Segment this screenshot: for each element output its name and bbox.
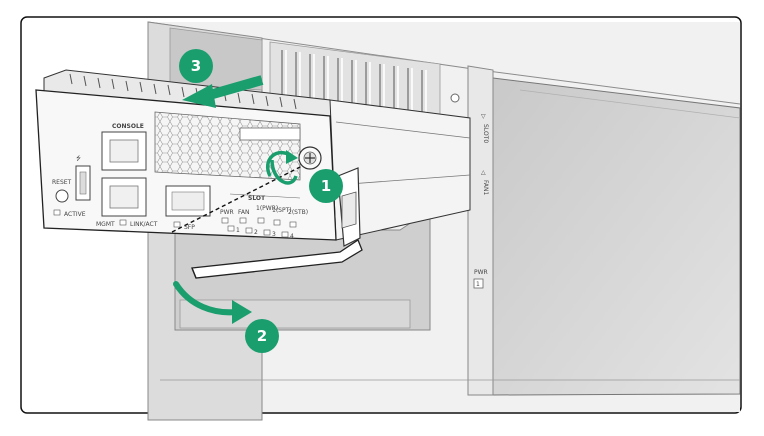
- step-number: 3: [191, 57, 201, 75]
- slot-sub-label: 2(STB): [288, 209, 308, 216]
- step-badge-2: 2: [245, 319, 279, 353]
- chassis-pwr-box: [473, 278, 484, 289]
- step-circle: [245, 319, 279, 353]
- console-label: CONSOLE: [112, 123, 144, 130]
- reset-button[interactable]: [55, 189, 69, 203]
- reset-label: RESET: [52, 179, 72, 186]
- sfp-label: SFP: [184, 224, 195, 231]
- chassis-pwr-label: PWR: [474, 269, 488, 276]
- link-act-label: LINK/ACT: [130, 221, 158, 228]
- fan-label: FAN: [238, 209, 250, 216]
- slot-triangle-icon: ▽: [481, 113, 486, 120]
- step-badge-1: 1: [309, 169, 343, 203]
- hex-vent: [154, 111, 301, 181]
- rotate-arrow-icon: [266, 150, 298, 185]
- slot-sub-label: 1(PWR): [256, 205, 278, 212]
- led-number: 1: [236, 227, 240, 234]
- fan-triangle-icon: △: [481, 169, 486, 176]
- screw-hole: [450, 93, 460, 103]
- led-grid: [221, 217, 297, 238]
- mgmt-label: MGMT: [96, 221, 115, 228]
- step-circle: [179, 49, 213, 83]
- interface-module[interactable]: CONSOLE MGMT LINK/ACT ⭍ RESET ACTIVE SFP…: [35, 69, 471, 247]
- chassis-fan-label: FAN1: [482, 180, 489, 195]
- step-badge-3: 3: [179, 49, 213, 83]
- step-number: 1: [321, 177, 331, 195]
- pwr-label: PWR: [220, 209, 234, 216]
- chassis-slot-label: SLOT0: [482, 124, 489, 143]
- usb-icon: ⭍: [76, 154, 81, 162]
- step-number: 2: [257, 327, 267, 345]
- slot-label: SLOT: [248, 195, 266, 202]
- led-number: 4: [290, 233, 294, 240]
- led-number: 2: [254, 229, 258, 236]
- ejector-handle[interactable]: [191, 239, 363, 279]
- pull-arrow-icon: [182, 75, 264, 108]
- alignment-dashed-line: [171, 165, 303, 233]
- slot-sub-label: 1(SPT): [272, 207, 292, 214]
- chassis-pwr-number: 1: [476, 281, 480, 288]
- led-number: 3: [272, 231, 276, 238]
- active-label: ACTIVE: [64, 211, 86, 218]
- curved-arrow-icon: [173, 281, 252, 324]
- step-circle: [309, 169, 343, 203]
